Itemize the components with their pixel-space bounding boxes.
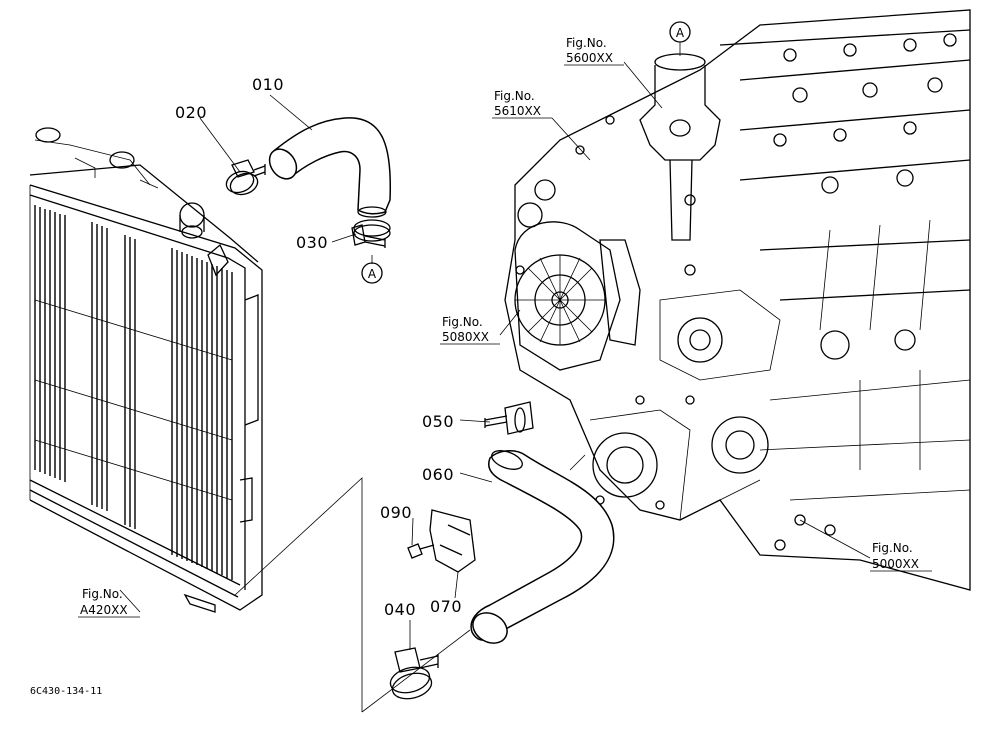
bracket-070 xyxy=(429,509,476,573)
part-label-010: 010 xyxy=(252,75,284,94)
fig-ref-5600: Fig.No. 5600XX xyxy=(564,36,624,66)
part-label-090: 090 xyxy=(380,503,412,522)
fig-ref-5000-line2: 5000XX xyxy=(872,557,919,571)
fig-ref-5000-line1: Fig.No. xyxy=(872,541,913,555)
part-label-050: 050 xyxy=(422,412,454,431)
part-label-030: 030 xyxy=(296,233,328,252)
part-label-070: 070 xyxy=(430,597,462,616)
part-label-060: 060 xyxy=(422,465,454,484)
fig-ref-5080: Fig.No. 5080XX xyxy=(440,315,500,345)
fig-ref-a420-line2: A420XX xyxy=(80,603,128,617)
upper-hose-010 xyxy=(268,117,392,218)
hose-clamp-030 xyxy=(351,219,391,248)
connector-a-hose-label: A xyxy=(368,267,377,281)
fig-ref-5610: Fig.No. 5610XX xyxy=(492,89,552,119)
engine-block-drawing xyxy=(504,9,971,591)
leader-lines xyxy=(119,42,871,713)
bolt-090 xyxy=(407,543,435,559)
fig-ref-5000: Fig.No. 5000XX xyxy=(870,541,932,572)
drawing-code: 6C430-134-11 xyxy=(30,686,102,697)
fig-ref-5080-line2: 5080XX xyxy=(442,330,489,344)
connector-a-hose: A xyxy=(361,262,383,284)
part-labels: 010 020 030 040 050 060 070 090 xyxy=(175,75,462,619)
part-label-020: 020 xyxy=(175,103,207,122)
lower-hose-060 xyxy=(470,450,615,644)
fig-ref-5610-line2: 5610XX xyxy=(494,104,541,118)
fig-ref-5600-line1: Fig.No. xyxy=(566,36,607,50)
fig-ref-a420-line1: Fig.No. xyxy=(82,587,123,601)
fig-ref-5610-line1: Fig.No. xyxy=(494,89,535,103)
fig-ref-a420: Fig.No. A420XX xyxy=(78,587,140,618)
part-label-040: 040 xyxy=(384,600,416,619)
hose-clamp-020 xyxy=(225,159,266,196)
fig-ref-5600-line2: 5600XX xyxy=(566,51,613,65)
radiator-core xyxy=(34,205,233,580)
connector-a-top: A xyxy=(669,21,691,43)
radiator-drawing xyxy=(29,127,263,613)
connector-a-top-label: A xyxy=(676,26,685,40)
hose-clamp-050 xyxy=(484,401,534,435)
hose-clamp-040 xyxy=(389,647,439,700)
fig-ref-5080-line1: Fig.No. xyxy=(442,315,483,329)
